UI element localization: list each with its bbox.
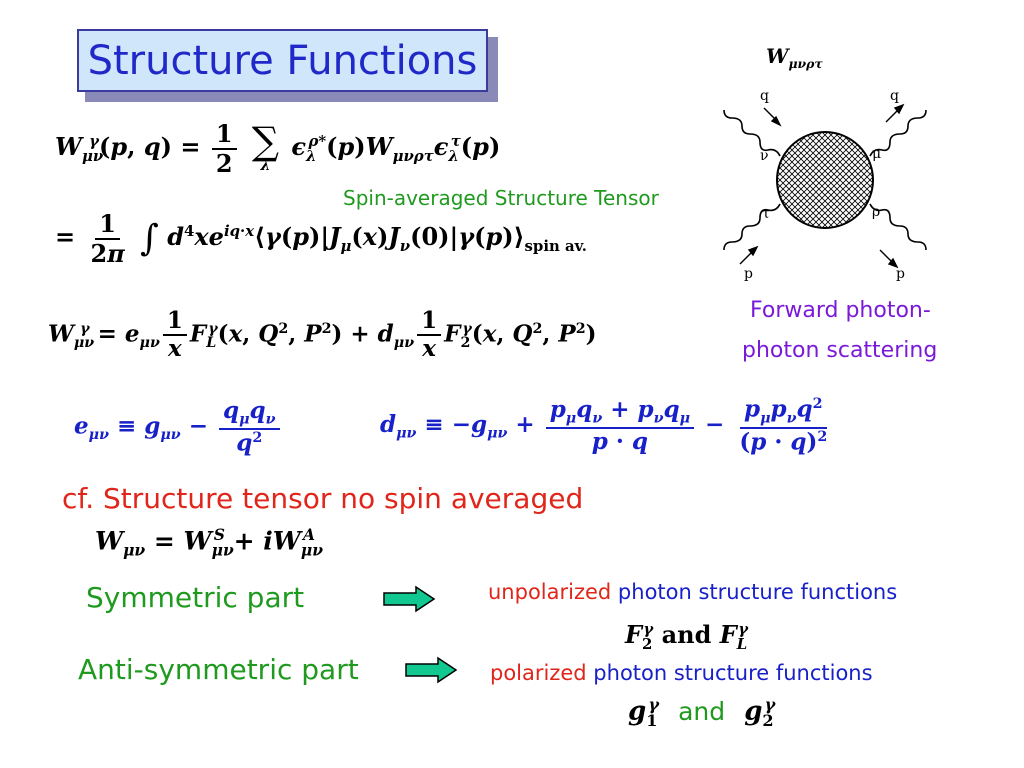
and-word-sym: and [661,620,712,649]
photon-line-top-left [723,109,781,157]
forward-label-line2: photon scattering [742,338,938,363]
photon-line-top-right [869,109,927,157]
equation-sym-antisym: Wμν = WμνS + iWμνA [95,525,323,560]
right-arrow-icon [405,656,458,684]
symmetric-part-label: Symmetric part [86,581,305,614]
unpolarized-word: unpolarized [488,580,612,604]
diagram-tensor-indices: μνρτ [788,56,823,71]
equation-f2-fl: F2γ and FLγ [625,620,749,653]
diagram-tensor-symbol: W [766,44,789,68]
diagram-q-top-right: q [890,88,899,104]
page-title: Structure Functions [77,29,488,92]
unpolarized-sf-label: unpolarized photon structure functions [488,580,897,604]
photon-scattering-diagram: q q ν μ τ ρ p p [723,88,927,282]
polarized-word: polarized [490,661,587,685]
photon-line-bottom-left [723,203,781,251]
diagram-mu: μ [872,146,881,162]
cf-label: cf. Structure tensor no spin averaged [62,482,584,515]
and-word-antisym: and [678,696,726,726]
antisymmetric-part-label: Anti-symmetric part [78,653,359,686]
right-arrow-icon [383,585,436,613]
diagram-q-top-left: q [760,88,769,104]
spin-averaged-label: Spin-averaged Structure Tensor [343,186,659,210]
polarized-sf-label: polarized photon structure functions [490,661,873,685]
diagram-tau: τ [762,206,770,222]
diagram-nu: ν [760,148,769,164]
page-title-text: Structure Functions [87,37,478,84]
diagram-p-bottom-left: p [744,266,753,282]
equation-g1-g2: g1γ and g2γ [628,695,776,730]
polarized-suffix: photon structure functions [586,661,873,685]
diagram-tensor-label: Wμνρτ [766,44,823,71]
vertex-blob [776,131,874,229]
unpolarized-suffix: photon structure functions [611,580,898,604]
photon-line-bottom-right [869,203,927,251]
diagram-rho: ρ [872,204,880,220]
forward-label-line1: Forward photon- [750,298,931,323]
diagram-p-bottom-right: p [896,266,905,282]
